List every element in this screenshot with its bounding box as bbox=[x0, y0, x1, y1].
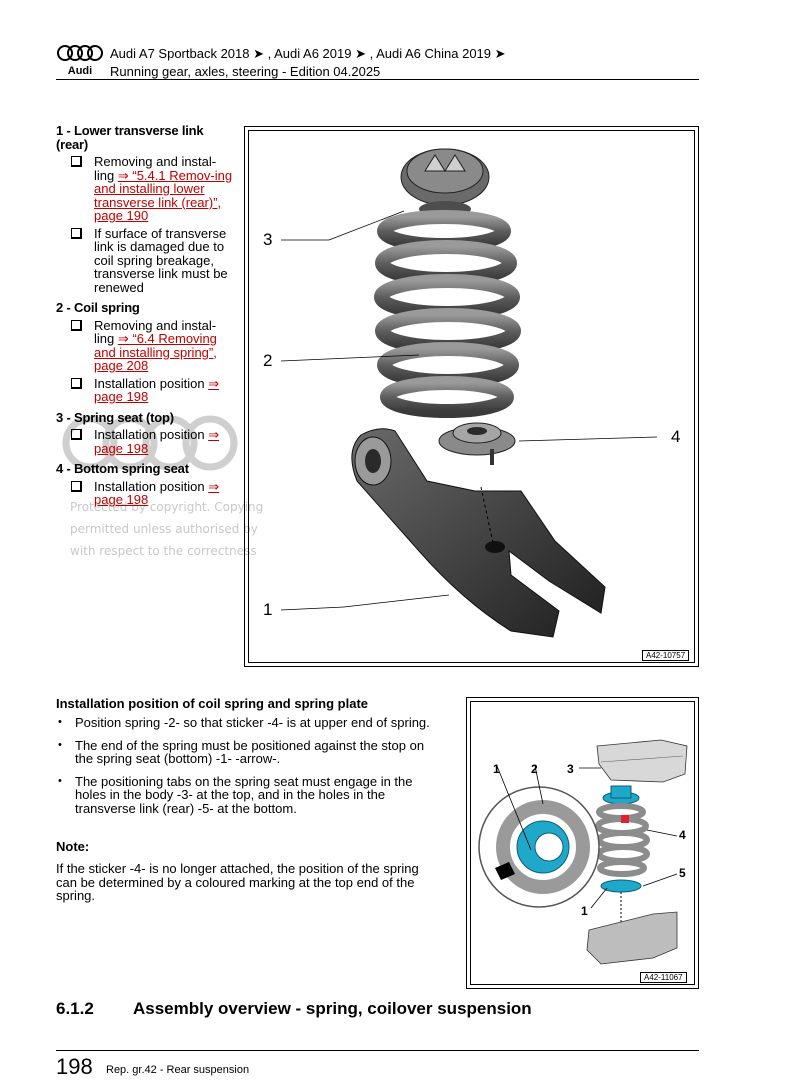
page-number: 198 bbox=[56, 1054, 93, 1079]
cross-reference-link[interactable]: ⇒ page 198 bbox=[94, 478, 220, 507]
callout-label: 2 bbox=[263, 351, 273, 370]
checkbox-icon bbox=[71, 319, 82, 331]
legend-item-title: 2 - Coil spring bbox=[56, 300, 140, 315]
header-manual-title: Running gear, axles, steering - Edition … bbox=[110, 64, 381, 79]
installation-steps: Position spring -2- so that sticker -4- … bbox=[56, 716, 441, 824]
bottom-spring-seat-part bbox=[438, 422, 516, 465]
header-divider bbox=[56, 79, 699, 80]
checkbox-icon bbox=[71, 377, 82, 389]
figure-id: A42-11067 bbox=[640, 972, 687, 983]
checkbox-icon bbox=[71, 429, 82, 440]
transverse-link-part bbox=[351, 428, 606, 638]
figure-frame: 3 2 4 1 A42-10757 bbox=[248, 130, 695, 663]
note-heading: Note: bbox=[56, 839, 90, 854]
exploded-view-figure: 3 2 4 1 A42-10757 bbox=[244, 126, 699, 667]
watermark-rings bbox=[60, 412, 240, 474]
coil-spring-part bbox=[374, 210, 521, 418]
watermark-text-2: permitted unless authorised by bbox=[70, 522, 258, 536]
legend-item-title: 3 - Spring seat (top) bbox=[56, 409, 174, 425]
transverse-link-part bbox=[586, 911, 678, 965]
cross-reference-link[interactable]: ⇒ “5.4.1 Remov-ing and installing lower … bbox=[94, 167, 233, 223]
installation-position-figure: 1 2 3 4 5 1 A42-11067 bbox=[466, 697, 699, 989]
figure-id: A42-10757 bbox=[642, 650, 690, 661]
legend-entry: Removing and instal-ling ⇒ “6.4 Removing… bbox=[56, 318, 236, 373]
footer-chapter: Rep. gr.42 - Rear suspension bbox=[106, 1064, 250, 1076]
body-panel-part bbox=[596, 739, 688, 783]
callout-label: 3 bbox=[263, 230, 273, 249]
checkbox-icon bbox=[71, 156, 82, 167]
legend-entry: Installation position ⇒ page 198 bbox=[56, 428, 236, 455]
list-item: The positioning tabs on the spring seat … bbox=[56, 774, 441, 816]
callout-label: 3 bbox=[567, 762, 574, 776]
audi-logo: Audi bbox=[56, 44, 106, 80]
callout-label: 2 bbox=[531, 762, 538, 776]
callout-label: 4 bbox=[671, 427, 681, 446]
section-number: 6.1.2 bbox=[56, 999, 94, 1018]
sticker-mark bbox=[621, 815, 629, 823]
legend-entry: If surface of transverse link is damaged… bbox=[56, 226, 236, 295]
callout-label: 1 bbox=[493, 762, 500, 776]
note-text: If the sticker -4- is no longer attached… bbox=[56, 861, 419, 903]
detail-inset bbox=[478, 786, 600, 908]
cross-reference-link[interactable]: ⇒ “6.4 Removing and installing spring”, … bbox=[94, 331, 217, 373]
cross-reference-link[interactable]: ⇒ page 198 bbox=[94, 427, 220, 456]
callout-label: 5 bbox=[679, 866, 686, 880]
legend-entry: Installation position ⇒ page 198 bbox=[56, 478, 236, 507]
legend-item-title: 1 - Lower transverse link (rear) bbox=[56, 123, 204, 152]
figure-frame: 1 2 3 4 5 1 A42-11067 bbox=[470, 701, 695, 985]
callout-label: 1 bbox=[263, 600, 273, 619]
callout-label: 4 bbox=[679, 828, 686, 842]
watermark-text-1: Protected by copyright. Copying bbox=[70, 500, 264, 514]
top-spring-seat-part bbox=[400, 148, 490, 217]
cross-reference-link[interactable]: ⇒ page 198 bbox=[94, 375, 220, 404]
list-item: The end of the spring must be positioned… bbox=[56, 738, 441, 766]
legend-entry: Installation position ⇒ page 198 bbox=[56, 375, 236, 404]
installation-heading: Installation position of coil spring and… bbox=[56, 696, 369, 711]
header-vehicle-models: Audi A7 Sportback 2018 ➤ , Audi A6 2019 … bbox=[110, 46, 506, 61]
parts-legend: 1 - Lower transverse link (rear) Removin… bbox=[56, 124, 236, 511]
checkbox-icon bbox=[71, 227, 82, 239]
logo-wordmark: Audi bbox=[68, 65, 92, 77]
section-title: Assembly overview - spring, coilover sus… bbox=[133, 999, 532, 1018]
legend-entry: Removing and instal-ling ⇒ “5.4.1 Remov-… bbox=[56, 155, 236, 223]
list-item: Position spring -2- so that sticker -4- … bbox=[56, 716, 441, 730]
legend-item-title: 4 - Bottom spring seat bbox=[56, 461, 189, 476]
checkbox-icon bbox=[71, 480, 82, 492]
callout-label: 1 bbox=[581, 904, 588, 918]
watermark-text-3: with respect to the correctness bbox=[70, 544, 257, 558]
footer-divider bbox=[56, 1050, 699, 1051]
